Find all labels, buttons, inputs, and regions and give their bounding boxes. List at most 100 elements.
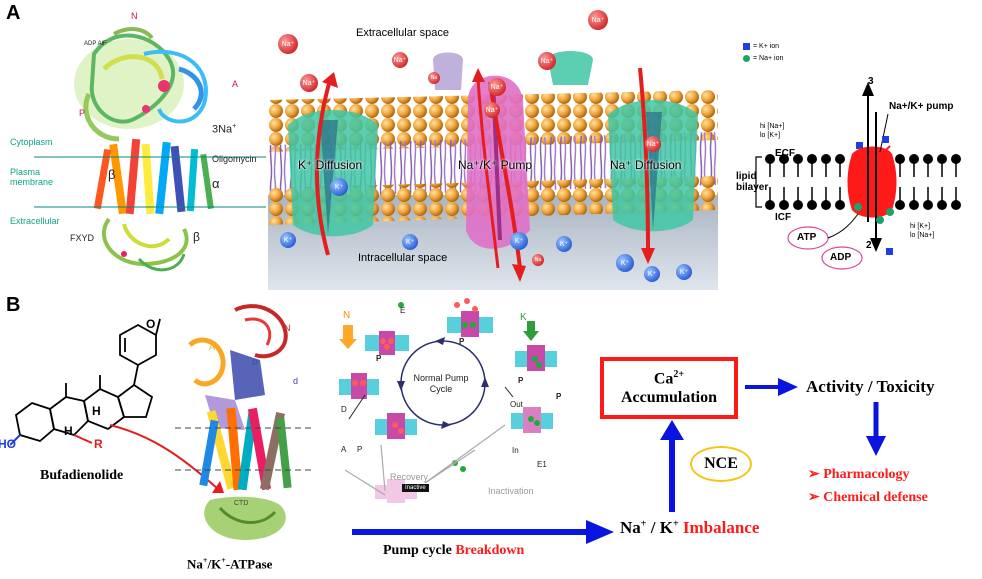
membrane-scene — [268, 20, 718, 290]
structure-label-fxyd: FXYD — [70, 233, 95, 243]
cycle-label-e: E — [400, 306, 406, 315]
k-ion: K⁺ — [556, 236, 572, 252]
na-ion: Na — [428, 72, 440, 84]
atpase-label-d: d — [293, 376, 299, 386]
structure-label-p: P — [79, 108, 86, 118]
legend-k-text: = K+ ion — [753, 43, 780, 50]
k-ion: K⁺ — [280, 232, 296, 248]
cycle-label-p1: P — [376, 354, 382, 363]
atpase-label-a: A — [209, 342, 216, 352]
protein-structure-drawing — [34, 27, 266, 272]
structure-label-alpha: α — [212, 176, 220, 191]
structure-label-oligomycin: Oligomycin — [212, 154, 257, 164]
structure-label-extracellular: Extracellular — [10, 216, 60, 226]
inactivation-label: Inactivation — [488, 486, 534, 496]
na-ion: Na⁺ — [484, 102, 500, 118]
accumulation-label: Accumulation — [621, 389, 717, 407]
atpase-label-ctd: CTD — [234, 500, 249, 507]
arrow-number-3: 3 — [868, 76, 874, 87]
bullet-arrow-icon: ➢ — [808, 490, 820, 505]
structure-label-3na: 3Na+ — [212, 123, 237, 136]
pump-schematic-drawing — [755, 82, 961, 270]
atp-label: ATP — [797, 232, 817, 243]
bufadienolide-o-label: O — [146, 317, 156, 331]
bufadienolide-name: Bufadienolide — [40, 468, 124, 483]
k-ion: K⁺ — [510, 232, 528, 250]
bufadienolide-drawing — [9, 318, 161, 446]
k-ion: K⁺ — [644, 266, 660, 282]
intracellular-space-label: Intracellular space — [358, 252, 448, 264]
hi-na-lo-k-label: hi [Na+]lo [K+] — [760, 123, 785, 139]
k-ion: K⁺ — [330, 178, 348, 196]
activity-toxicity-label: Activity / Toxicity — [806, 377, 935, 396]
atpase-label-n: N — [284, 323, 291, 333]
ca-accumulation-box: Ca2+ Accumulation — [600, 357, 738, 419]
cycle-label-d: D — [341, 405, 347, 414]
atpase-label-p: P — [252, 358, 259, 368]
na-ion: Na⁺ — [392, 52, 408, 68]
k-ion: K⁺ — [402, 234, 418, 250]
cycle-label-p5: P — [357, 445, 363, 454]
na-ion: Na⁺ — [278, 34, 298, 54]
na-ion: Na — [532, 254, 544, 266]
structure-label-adp-aif: ADP AlF — [84, 41, 107, 47]
bufadienolide-structure — [9, 315, 210, 465]
na-ion: Na⁺ — [300, 74, 318, 92]
pump-cycle-drawing — [339, 298, 557, 503]
k-diffusion-label: K⁺ Diffusion — [298, 158, 363, 172]
bullet-arrow-icon: ➢ — [808, 467, 820, 482]
na-k-pump-label: Na⁺/K⁺ Pump — [458, 158, 533, 172]
k-ion-square-icon — [743, 43, 750, 50]
pump-cycle-diagram — [335, 295, 575, 520]
na-ion-circle-icon — [743, 55, 750, 62]
ca-label: Ca2+ — [653, 369, 685, 388]
structure-label-beta: β — [108, 167, 116, 182]
pharmacology-item: ➢ Pharmacology — [808, 467, 910, 482]
recovery-label: Recovery — [390, 472, 429, 482]
breakdown-word: Breakdown — [455, 543, 525, 558]
structure-label-cytoplasm: Cytoplasm — [10, 137, 53, 147]
nce-ring: NCE — [690, 446, 752, 482]
cycle-label-a: A — [341, 445, 347, 454]
structure-label-a: A — [232, 79, 239, 89]
cycle-label-in: In — [512, 446, 519, 455]
legend-k-swatch — [743, 43, 753, 53]
cycle-label-out: Out — [510, 400, 523, 409]
cycle-label-n: N — [343, 310, 351, 321]
pump-schematic — [740, 72, 975, 272]
cycle-label-k: K — [520, 312, 527, 323]
na-ion: Na⁺ — [588, 10, 608, 30]
legend-na-text: = Na+ ion — [753, 55, 784, 62]
protein-structure-figure — [34, 14, 266, 284]
imbalance-word: Imbalance — [682, 518, 760, 537]
nce-label: NCE — [704, 455, 738, 472]
bufadienolide-h1-label: H — [92, 404, 101, 418]
adp-label: ADP — [830, 252, 852, 263]
extracellular-space-label: Extracellular space — [356, 27, 449, 39]
k-ion: K⁺ — [676, 264, 692, 280]
panel-b-letter: B — [6, 294, 21, 316]
na-ion: Na⁺ — [538, 52, 556, 70]
k-ion: K⁺ — [616, 254, 634, 272]
arrow-number-2: 2 — [866, 240, 872, 251]
cycle-label-p2: P — [459, 337, 465, 346]
atpase-structure — [175, 300, 315, 560]
na-k-pump-schematic-label: Na+/K+ pump — [889, 101, 954, 112]
cycle-label-p3: P — [518, 376, 524, 385]
panel-a-letter: A — [6, 2, 21, 24]
bufadienolide-h2-label: H — [64, 424, 73, 438]
atpase-name: Na+/K+-ATPase — [187, 556, 273, 572]
na-diffusion-label: Na⁺ Diffusion — [610, 158, 682, 172]
na-ion: Na⁺ — [645, 136, 661, 152]
icf-label: ICF — [775, 212, 792, 223]
structure-label-n: N — [131, 11, 138, 21]
hi-k-lo-na-label: hi [K+]lo [Na+] — [910, 223, 935, 239]
cycle-label-e1: E1 — [537, 460, 547, 469]
ecf-label: ECF — [775, 148, 795, 159]
na-k-imbalance-label: Na+ / K+ Imbalance — [620, 518, 760, 537]
chemical-defense-item: ➢ Chemical defense — [808, 490, 928, 505]
na-ion: Na⁺ — [488, 78, 506, 96]
